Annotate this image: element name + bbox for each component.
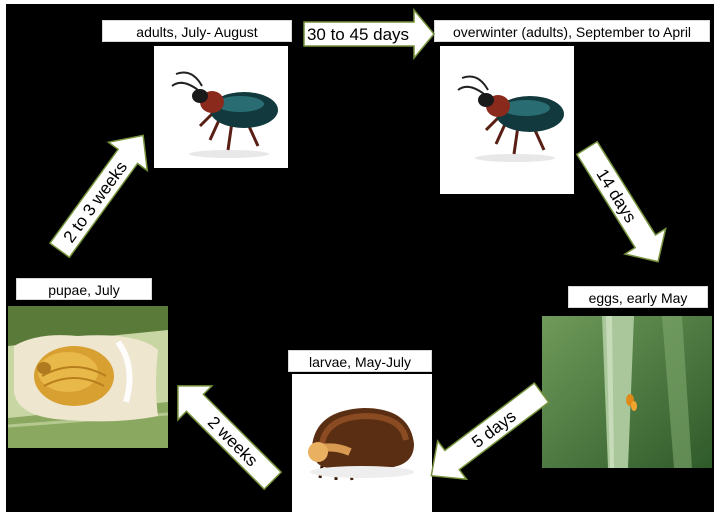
transition-label-larvae-to-pupae: 2 weeks	[204, 413, 262, 471]
arrow-overwinter-to-eggs: 14 days	[567, 135, 679, 274]
life-cycle-diagram: adults, July- August overwinter (adults)…	[6, 4, 714, 512]
arrow-eggs-to-larvae: 5 days	[417, 374, 556, 495]
transition-label-pupae-to-adults: 2 to 3 weeks	[60, 158, 131, 246]
transition-label-adults-to-overwinter: 30 to 45 days	[307, 25, 409, 44]
arrow-pupae-to-adults: 2 to 3 weeks	[40, 121, 162, 264]
transition-arrows: 30 to 45 days 14 days 5 days 2 weeks 2 t…	[6, 4, 714, 512]
arrow-adults-to-overwinter: 30 to 45 days	[304, 10, 434, 58]
arrow-larvae-to-pupae: 2 weeks	[161, 369, 290, 498]
